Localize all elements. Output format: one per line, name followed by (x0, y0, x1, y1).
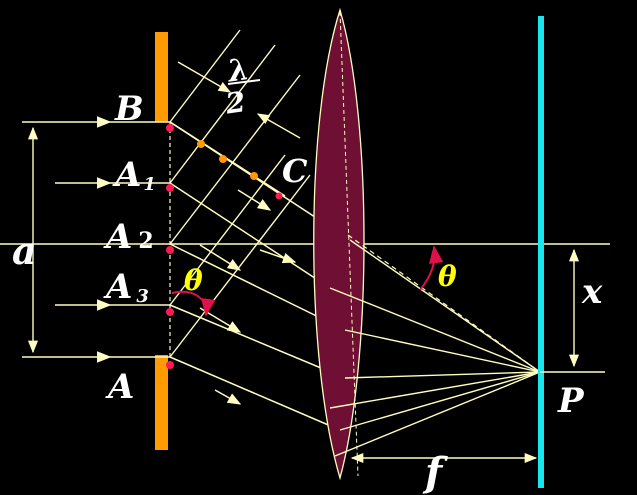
incident-rays (22, 116, 170, 363)
perpendicular-BC (169, 121, 286, 197)
label-two: 2 (223, 85, 248, 121)
chief-ray-dashed (347, 234, 541, 373)
lens-center-line (339, 11, 359, 477)
label-A: A (105, 367, 134, 407)
label-theta-lens: θ (438, 260, 457, 293)
half-wave-zone-lines (169, 29, 311, 358)
label-P: P (557, 381, 585, 421)
label-B: B (114, 89, 144, 129)
slit-plate-bottom (155, 355, 168, 450)
label-f: f (422, 449, 448, 495)
converging-lens (313, 7, 365, 481)
label-a: a (12, 228, 37, 273)
focused-rays (329, 239, 541, 457)
slit-plate-top (155, 32, 168, 122)
slit-points (166, 124, 283, 369)
label-C: C (282, 152, 308, 190)
label-lambda: λ (224, 52, 252, 90)
label-x: x (581, 272, 603, 312)
label-theta-slit: θ (184, 264, 203, 297)
observation-screen (538, 16, 544, 488)
fraction-bar (227, 79, 261, 85)
zone-points (197, 140, 258, 180)
theta-arc-lens (419, 245, 444, 291)
theta-arc-slit (171, 290, 216, 317)
